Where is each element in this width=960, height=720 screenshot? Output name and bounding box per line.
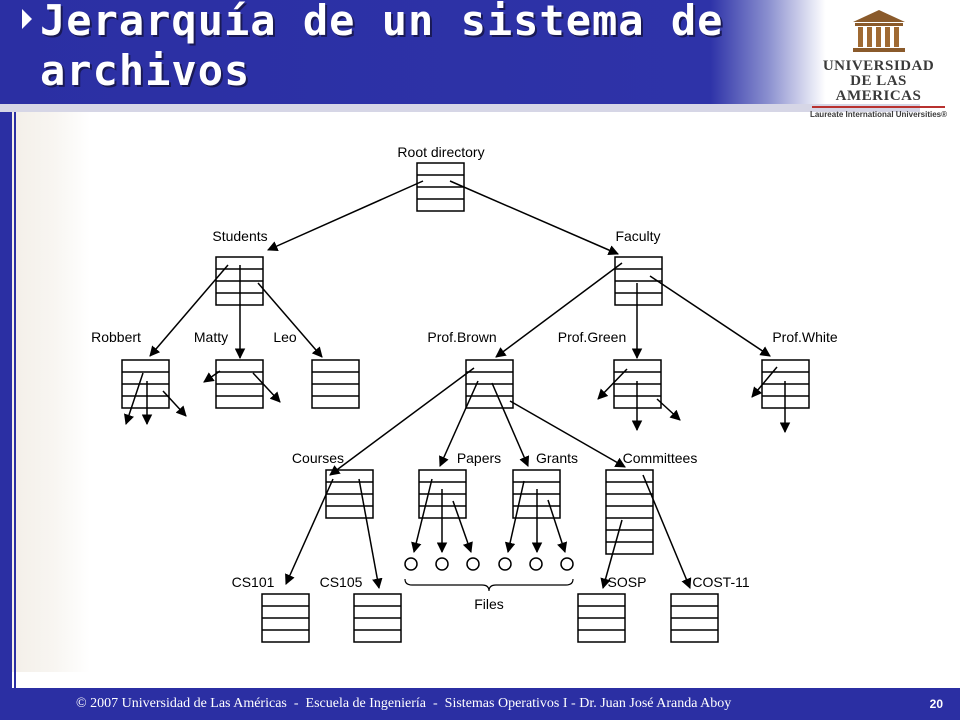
logo-name-line1: UNIVERSIDAD	[822, 58, 935, 74]
cost-11-box	[670, 593, 719, 643]
courses-box	[325, 469, 374, 519]
label-prof-green: Prof.Green	[558, 329, 626, 345]
pointer-arrow	[509, 400, 626, 468]
pointer-arrow	[452, 500, 473, 553]
leo-box	[311, 359, 360, 409]
file-node	[560, 557, 574, 571]
title-bar	[0, 0, 960, 112]
label-courses: Courses	[292, 450, 344, 466]
file-node	[466, 557, 480, 571]
file-node	[529, 557, 543, 571]
pointer-arrow	[642, 474, 692, 589]
pointer-arrow	[449, 180, 619, 256]
pointer-arrow	[203, 370, 221, 383]
robbert-box	[121, 359, 170, 409]
footer-bar: © 2007 Universidad de Las Américas - Esc…	[0, 688, 960, 720]
pointer-arrow	[504, 480, 525, 554]
cs105-box	[353, 593, 402, 643]
pointer-arrow	[597, 368, 628, 400]
pointer-arrow	[358, 478, 383, 590]
pointer-arrow	[329, 367, 475, 476]
root-directory-box	[416, 162, 465, 212]
label-students: Students	[212, 228, 267, 244]
label-cost-11: COST-11	[692, 574, 750, 590]
label-faculty: Faculty	[615, 228, 660, 244]
slide-title: Jerarquía de un sistema de archivos	[40, 0, 740, 96]
footer-text: © 2007 Universidad de Las Américas - Esc…	[76, 696, 732, 711]
faculty-box	[614, 256, 663, 306]
label-papers: Papers	[457, 450, 501, 466]
pointer-arrow	[547, 499, 568, 553]
label-grants: Grants	[536, 450, 578, 466]
pointer-arrow	[162, 390, 187, 417]
file-node	[498, 557, 512, 571]
title-line-2: archivos	[40, 46, 251, 95]
label-prof-brown: Prof.Brown	[427, 329, 496, 345]
left-rail-line	[14, 112, 16, 690]
logo-name-line2: DE LAS AMERICAS	[835, 73, 922, 104]
logo-rule	[812, 106, 945, 108]
logo-tagline: Laureate International Universities®	[809, 110, 948, 119]
page-number: 20	[929, 697, 943, 711]
label-robbert: Robbert	[91, 329, 141, 345]
pointer-arrow	[439, 380, 479, 467]
files-brace	[404, 578, 574, 592]
left-rail	[0, 112, 12, 690]
prof-brown-box	[465, 359, 514, 409]
pointer-arrow	[149, 264, 229, 357]
file-node	[404, 557, 418, 571]
matty-box	[215, 359, 264, 409]
label-cs101: CS101	[232, 574, 275, 590]
cs101-box	[261, 593, 310, 643]
pointer-arrow	[491, 382, 530, 467]
building-columns-icon	[852, 10, 905, 52]
label-files: Files	[474, 596, 504, 612]
pointer-arrow	[649, 275, 771, 357]
pointer-arrow	[751, 366, 778, 398]
label-leo: Leo	[273, 329, 297, 345]
pointer-arrow	[124, 372, 144, 425]
pointer-arrow	[257, 282, 323, 358]
committees-box	[605, 469, 654, 555]
sosp-box	[577, 593, 626, 643]
pointer-arrow	[600, 519, 623, 590]
pointer-arrow	[285, 478, 334, 585]
label-cs105: CS105	[320, 574, 363, 590]
title-line-1: Jerarquía de un sistema de	[40, 0, 724, 45]
pointer-arrow	[656, 398, 681, 421]
pointer-arrow	[267, 180, 424, 251]
pointer-arrow	[495, 262, 623, 358]
label-sosp: SOSP	[608, 574, 647, 590]
pointer-arrow	[252, 372, 281, 403]
label-committees: Committees	[623, 450, 698, 466]
pointer-arrow	[411, 478, 433, 554]
title-band	[0, 104, 920, 112]
label-prof-white: Prof.White	[772, 329, 838, 345]
university-logo: UNIVERSIDAD DE LAS AMERICAS Laureate Int…	[806, 8, 951, 119]
title-bullet-icon	[22, 9, 32, 29]
label-root-directory: Root directory	[397, 144, 484, 160]
label-matty: Matty	[194, 329, 228, 345]
file-node	[435, 557, 449, 571]
